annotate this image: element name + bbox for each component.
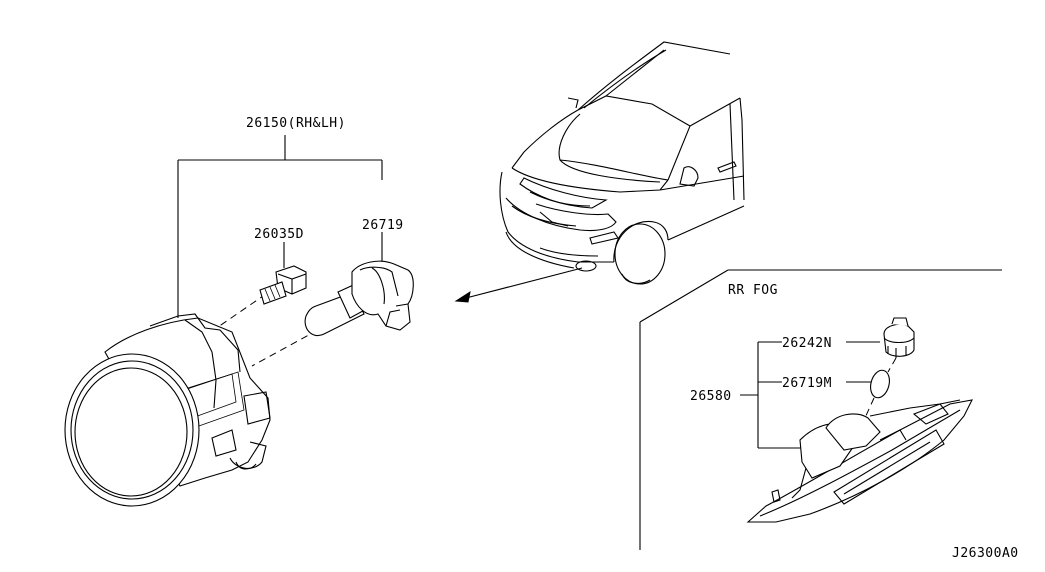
location-arrow	[454, 260, 597, 303]
bulb-icon	[304, 260, 414, 336]
section-title: RR FOG	[728, 283, 778, 298]
assembly-dashed-lines	[217, 293, 319, 367]
front-leader-lines	[177, 135, 383, 318]
rear-fog-lamp	[746, 399, 973, 523]
bolt-icon	[259, 265, 307, 305]
label-26719M: 26719M	[782, 376, 832, 391]
fog-lamp-housing	[64, 313, 271, 507]
socket-icon	[883, 317, 915, 358]
rear-section-frame	[639, 269, 1002, 550]
label-26150: 26150(RH&LH)	[246, 116, 346, 131]
label-26242N: 26242N	[782, 336, 832, 351]
vehicle-illustration	[499, 41, 745, 285]
label-26580: 26580	[690, 389, 732, 404]
rear-bulb-icon	[863, 357, 897, 421]
label-26719: 26719	[362, 218, 404, 233]
diagram-code: J26300A0	[952, 546, 1019, 561]
rear-leader-lines	[740, 341, 880, 449]
label-26035D: 26035D	[254, 227, 304, 242]
